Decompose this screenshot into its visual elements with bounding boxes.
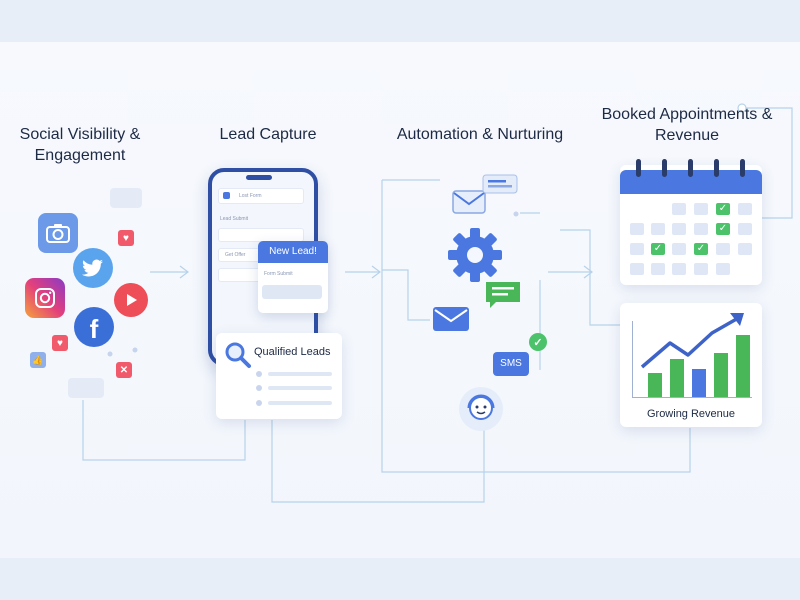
twitter-icon	[73, 248, 113, 288]
heart-icon: ♥	[52, 335, 68, 351]
new-lead-subtitle: Form Submit	[264, 271, 293, 277]
revenue-bar	[648, 373, 662, 397]
revenue-bar	[736, 335, 750, 397]
new-lead-card: New Lead! Form Submit	[258, 241, 328, 313]
sms-badge: SMS	[493, 352, 529, 376]
revenue-card: Growing Revenue	[620, 303, 762, 427]
check-icon: ✓	[529, 333, 547, 351]
gear-icon	[448, 228, 502, 282]
heart-icon: ♥	[118, 230, 134, 246]
stage-title-booked: Booked Appointments & Revenue	[601, 106, 773, 144]
chat-bubble-decor	[110, 188, 142, 208]
youtube-icon	[114, 283, 148, 317]
phone-field-label: Lead Submit	[220, 216, 249, 222]
chat-bubble-decor	[68, 378, 104, 398]
support-agent-icon	[459, 387, 503, 431]
qualified-leads-card: Qualified Leads	[216, 333, 342, 419]
facebook-icon: f	[74, 307, 114, 347]
close-icon: ✕	[116, 362, 132, 378]
revenue-label: Growing Revenue	[646, 408, 736, 420]
mail-icon	[433, 307, 469, 331]
revenue-bar	[670, 359, 684, 397]
calendar-icon: ✓ ✓ ✓ ✓	[620, 159, 762, 285]
phone-header-text: Lost Form	[239, 193, 262, 199]
new-lead-title: New Lead!	[258, 241, 328, 263]
stage-title-social: Social Visibility & Engagement	[19, 126, 141, 164]
camera-icon	[38, 213, 78, 253]
stage-title-lead-capture: Lead Capture	[219, 126, 317, 143]
phone-input-row	[218, 228, 304, 242]
chat-icon	[486, 282, 520, 308]
trend-arrow-icon	[640, 313, 744, 369]
chat-icon	[482, 174, 518, 194]
like-icon: 👍	[30, 352, 46, 368]
revenue-bar	[714, 353, 728, 397]
stage-title-automation: Automation & Nurturing	[396, 126, 564, 143]
mail-icon	[452, 190, 486, 214]
qualified-leads-label: Qualified Leads	[254, 346, 331, 358]
revenue-bar	[692, 369, 706, 397]
magnifier-icon	[225, 342, 251, 368]
instagram-icon	[25, 278, 65, 318]
